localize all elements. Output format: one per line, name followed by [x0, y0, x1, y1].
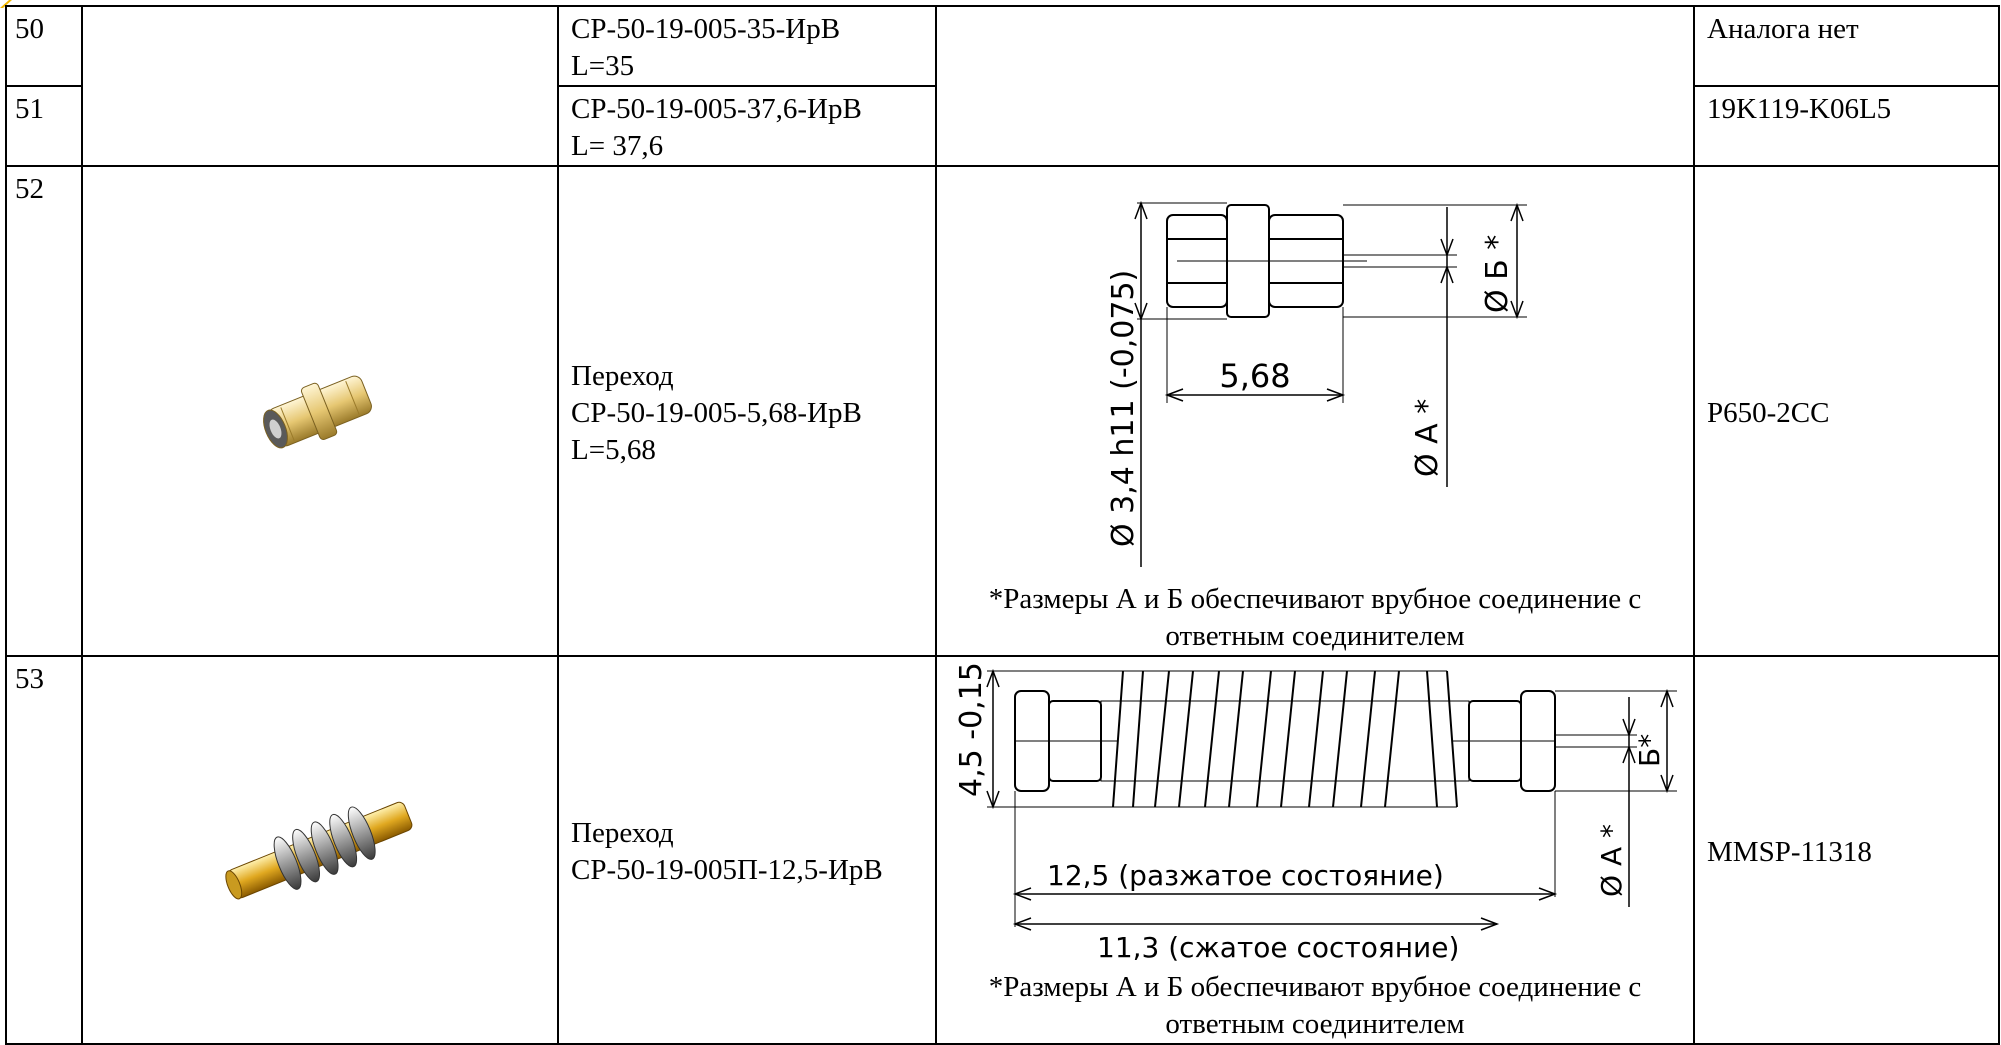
- row-number: 50: [5, 5, 83, 87]
- table-row: 50 СР-50-19-005-35-ИрВ L=35 Аналога нет: [5, 5, 2000, 167]
- table-row: 52: [5, 165, 2000, 657]
- a-label: Ø A *: [1595, 824, 1628, 897]
- table-row: 51 СР-50-19-005-37,6-ИрВ L= 37,6 19K119-…: [5, 85, 2000, 167]
- spring-adapter-photo: [225, 801, 413, 900]
- drawing-cell: 5,68 Ø 3,4 h11 (-0,075) Ø A * Ø Б * *Раз…: [935, 165, 1695, 657]
- length-open-label: 12,5 (разжатое состояние): [1047, 859, 1444, 892]
- analog-name: 19K119-K06L5: [1693, 85, 2000, 167]
- row-number: 52: [5, 165, 83, 657]
- technical-drawing: 4,5 -0,15 12,5 (разжатое состояние) 11,3…: [954, 662, 1677, 964]
- diameter-label: Ø 3,4 h11 (-0,075): [1106, 270, 1141, 547]
- a-label: Ø A *: [1410, 399, 1445, 477]
- analog-name: Аналога нет: [1693, 5, 2000, 87]
- row-number: 51: [5, 85, 83, 167]
- length-label: 5,68: [1219, 357, 1290, 395]
- corner-mark: [0, 0, 12, 8]
- part-name: Переход СР-50-19-005П-12,5-ИрВ: [557, 655, 937, 1045]
- height-label: 4,5 -0,15: [954, 662, 989, 797]
- drawing-cell-empty: [935, 5, 1695, 167]
- row-number: 53: [5, 655, 83, 1045]
- table-row: 53: [5, 655, 2000, 1045]
- drawing-cell: 4,5 -0,15 12,5 (разжатое состояние) 11,3…: [935, 655, 1695, 1045]
- part-name: Переход СР-50-19-005-5,68-ИрВ L=5,68: [557, 165, 937, 657]
- photo-cell: [81, 165, 559, 657]
- drawing-note: *Размеры А и Б обеспечивают врубное соед…: [988, 971, 1642, 1040]
- connector-table: 50 СР-50-19-005-35-ИрВ L=35 Аналога нет …: [5, 5, 2000, 1045]
- photo-cell: [81, 655, 559, 1045]
- photo-cell-empty: [81, 5, 559, 167]
- drawing-note: *Размеры А и Б обеспечивают врубное соед…: [988, 583, 1642, 652]
- length-closed-label: 11,3 (сжатое состояние): [1097, 931, 1459, 964]
- part-name: СР-50-19-005-35-ИрВ L=35: [557, 5, 937, 87]
- b-label: Б*: [1633, 734, 1666, 767]
- analog-name: MMSP-11318: [1693, 655, 2000, 1045]
- part-name: СР-50-19-005-37,6-ИрВ L= 37,6: [557, 85, 937, 167]
- technical-drawing: 5,68 Ø 3,4 h11 (-0,075) Ø A * Ø Б *: [1106, 200, 1527, 567]
- analog-name: P650-2CC: [1693, 165, 2000, 657]
- adapter-photo: [263, 375, 372, 449]
- b-label: Ø Б *: [1480, 235, 1515, 313]
